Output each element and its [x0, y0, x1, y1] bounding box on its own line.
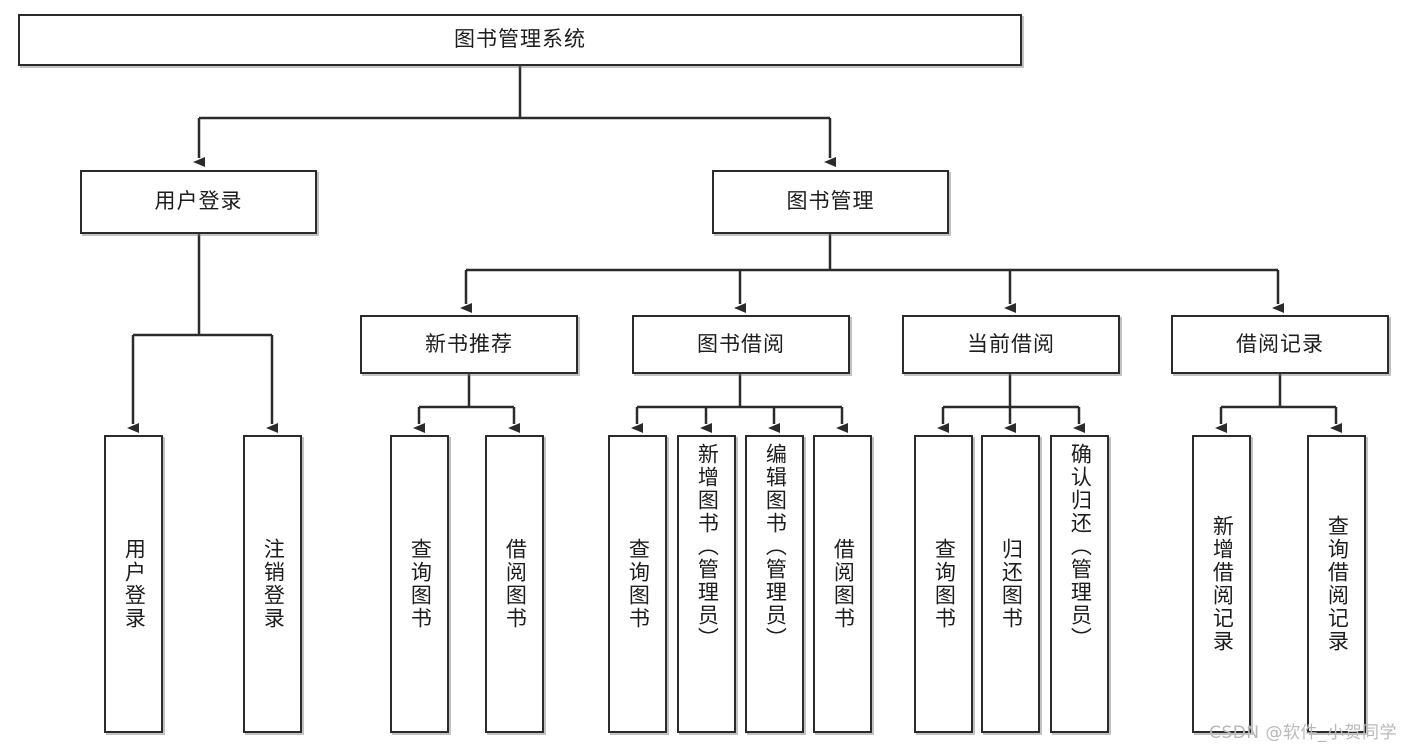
node-book-manage-label: 图书管理 — [786, 189, 875, 214]
leaf-add-book[interactable]: 新增图书（管理员） — [677, 435, 736, 733]
node-book-borrow-label: 图书借阅 — [697, 331, 785, 356]
leaf-query-book-1-label: 查询图书 — [408, 538, 433, 630]
leaf-confirm-return-label: 确认归还（管理员） — [1068, 443, 1093, 650]
leaf-borrow-book-2[interactable]: 借阅图书 — [813, 435, 872, 733]
leaf-add-record[interactable]: 新增借阅记录 — [1192, 435, 1251, 733]
leaf-logout-label: 注销登录 — [261, 538, 286, 630]
leaf-edit-book-label: 编辑图书（管理员） — [763, 443, 788, 650]
node-current-borrow-label: 当前借阅 — [967, 331, 1055, 356]
node-root[interactable]: 图书管理系统 — [18, 14, 1022, 66]
node-borrow-record-label: 借阅记录 — [1236, 331, 1324, 356]
leaf-user-login[interactable]: 用户登录 — [104, 435, 163, 733]
node-book-borrow[interactable]: 图书借阅 — [632, 315, 850, 374]
node-user-login[interactable]: 用户登录 — [80, 170, 317, 234]
leaf-logout[interactable]: 注销登录 — [243, 435, 302, 733]
leaf-add-book-label: 新增图书（管理员） — [695, 443, 720, 650]
leaf-query-record[interactable]: 查询借阅记录 — [1307, 435, 1366, 733]
leaf-query-book-3-label: 查询图书 — [932, 538, 957, 630]
node-root-label: 图书管理系统 — [454, 27, 586, 52]
leaf-return-book[interactable]: 归还图书 — [981, 435, 1040, 733]
csdn-watermark: CSDN @软件_小贺同学 — [1209, 723, 1397, 743]
leaf-user-login-label: 用户登录 — [122, 538, 147, 630]
node-new-book-recommend-label: 新书推荐 — [425, 331, 513, 356]
leaf-query-record-label: 查询借阅记录 — [1325, 515, 1350, 653]
leaf-query-book-2-label: 查询图书 — [626, 538, 651, 630]
leaf-query-book-3[interactable]: 查询图书 — [914, 435, 973, 733]
node-borrow-record[interactable]: 借阅记录 — [1171, 315, 1389, 374]
leaf-confirm-return[interactable]: 确认归还（管理员） — [1050, 435, 1109, 733]
leaf-edit-book[interactable]: 编辑图书（管理员） — [745, 435, 804, 733]
node-book-manage[interactable]: 图书管理 — [712, 170, 949, 234]
node-new-book-recommend[interactable]: 新书推荐 — [360, 315, 578, 374]
node-user-login-label: 用户登录 — [154, 189, 243, 214]
leaf-query-book-1[interactable]: 查询图书 — [390, 435, 449, 733]
leaf-borrow-book-1[interactable]: 借阅图书 — [485, 435, 544, 733]
leaf-add-record-label: 新增借阅记录 — [1210, 515, 1235, 653]
leaf-return-book-label: 归还图书 — [999, 538, 1024, 630]
leaf-borrow-book-2-label: 借阅图书 — [831, 538, 856, 630]
node-current-borrow[interactable]: 当前借阅 — [902, 315, 1120, 374]
leaf-borrow-book-1-label: 借阅图书 — [503, 538, 528, 630]
leaf-query-book-2[interactable]: 查询图书 — [608, 435, 667, 733]
